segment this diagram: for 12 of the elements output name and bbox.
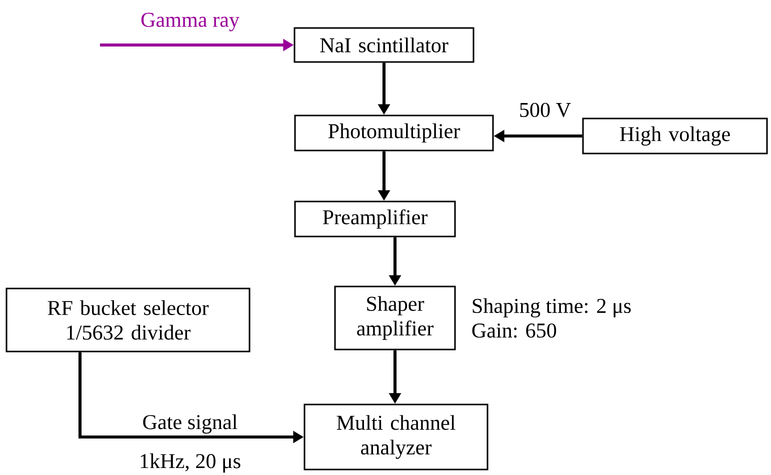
signal-label: 1kHz, 20 μs	[138, 452, 242, 474]
process-box: NaI scintillator	[294, 27, 474, 63]
annotation-text: Shaping time: 2 μs Gain: 650	[472, 298, 631, 338]
process-box: RF bucket selector 1/5632 divider	[6, 288, 250, 352]
edge-label: Gamma ray	[139, 12, 241, 32]
edge-label: 500 V	[518, 102, 572, 118]
process-box: Multi channel analyzer	[304, 404, 488, 470]
process-box: Photomultiplier	[294, 114, 494, 152]
process-box: Preamplifier	[294, 200, 456, 238]
process-box: High voltage	[582, 118, 768, 154]
edge-label: Gate signal	[141, 413, 239, 435]
process-box: Shaper amplifier	[334, 286, 456, 350]
